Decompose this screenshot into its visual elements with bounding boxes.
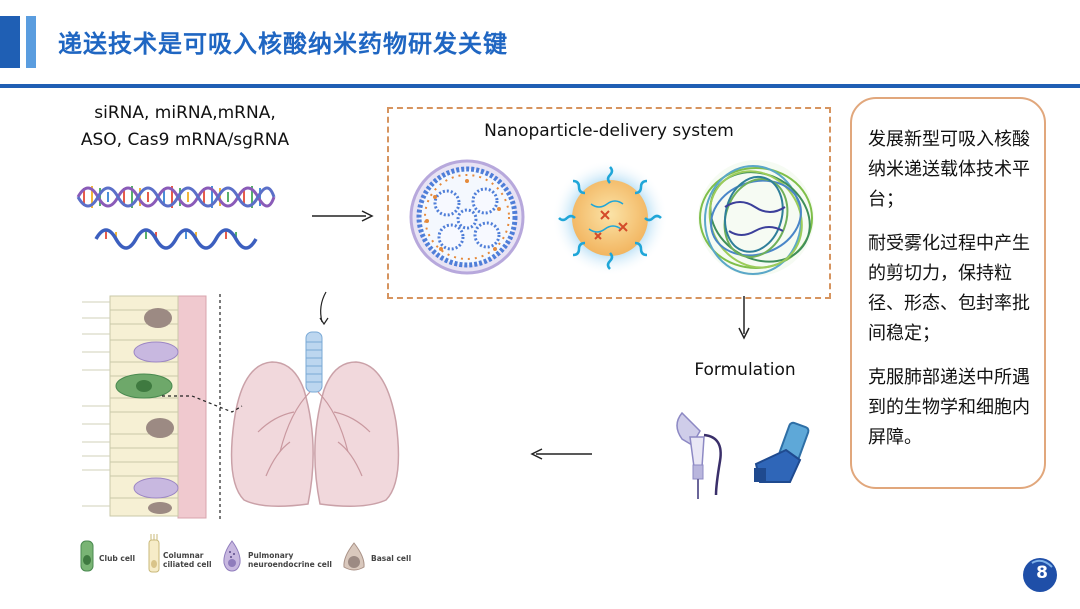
- club-cell-legend-icon: [80, 540, 94, 572]
- nanoparticle-delivery-box: Nanoparticle-delivery system: [387, 107, 831, 299]
- legend-pulmonary-neuroendocrine-cell: Pulmonary neuroendocrine cell: [248, 551, 332, 569]
- dna-double-helix-icon: [76, 186, 276, 208]
- legend-basal-cell: Basal cell: [371, 554, 412, 563]
- polymer-nanoparticle-icon: [552, 160, 668, 276]
- page-number-badge: [1023, 558, 1057, 592]
- basal-cell-legend-icon: [343, 542, 365, 571]
- arrow-down-icon: [738, 296, 750, 340]
- key-point-1: 发展新型可吸入核酸纳米递送载体技术平台；: [868, 129, 1030, 210]
- nanoparticle-box-title: Nanoparticle-delivery system: [484, 121, 734, 141]
- legend-club-cell: Club cell: [99, 554, 136, 563]
- page-number: 8: [1036, 563, 1048, 583]
- legend-pulmonary-line-1: Pulmonary: [248, 551, 294, 560]
- title-accent-bar: [0, 16, 20, 68]
- formulation-label: Formulation: [694, 360, 796, 380]
- legend-columnar-line-2: ciliated cell: [163, 560, 212, 569]
- key-point-2: 耐受雾化过程中产生的剪切力，保持粒径、形态、包封率批间稳定；: [868, 233, 1030, 344]
- legend-pulmonary-line-2: neuroendocrine cell: [248, 560, 332, 569]
- inhaler-icon: [754, 421, 810, 483]
- columnar-ciliated-cell-legend-icon: [148, 534, 160, 573]
- legend-columnar-ciliated-cell: Columnar ciliated cell: [163, 551, 212, 569]
- polyplex-nanoparticle-icon: [698, 160, 814, 276]
- title-accent-bar-light: [26, 16, 36, 68]
- arrow-left-icon: [530, 448, 592, 460]
- lipid-nanoparticle-icon: [409, 159, 525, 275]
- nucleic-acid-line-1: siRNA, miRNA,mRNA,: [94, 103, 276, 123]
- airway-epithelium-icon: [82, 294, 221, 520]
- rna-strand-icon: [94, 228, 258, 250]
- nebulizer-icon: [676, 411, 722, 499]
- arrow-right-icon: [312, 210, 374, 222]
- nucleic-acid-types: siRNA, miRNA,mRNA, ASO, Cas9 mRNA/sgRNA: [60, 100, 310, 154]
- page-title: 递送技术是可吸入核酸纳米药物研发关键: [58, 30, 508, 58]
- title-divider: [0, 84, 1080, 88]
- pulmonary-neuroendocrine-cell-legend-icon: [223, 540, 241, 572]
- nucleic-acid-line-2: ASO, Cas9 mRNA/sgRNA: [80, 130, 290, 150]
- key-points-callout: 发展新型可吸入核酸纳米递送载体技术平台； 耐受雾化过程中产生的剪切力，保持粒径、…: [850, 97, 1046, 489]
- key-point-3: 克服肺部递送中所遇到的生物学和细胞内屏障。: [868, 367, 1030, 448]
- legend-columnar-line-1: Columnar: [163, 551, 204, 560]
- lungs-icon: [162, 291, 400, 507]
